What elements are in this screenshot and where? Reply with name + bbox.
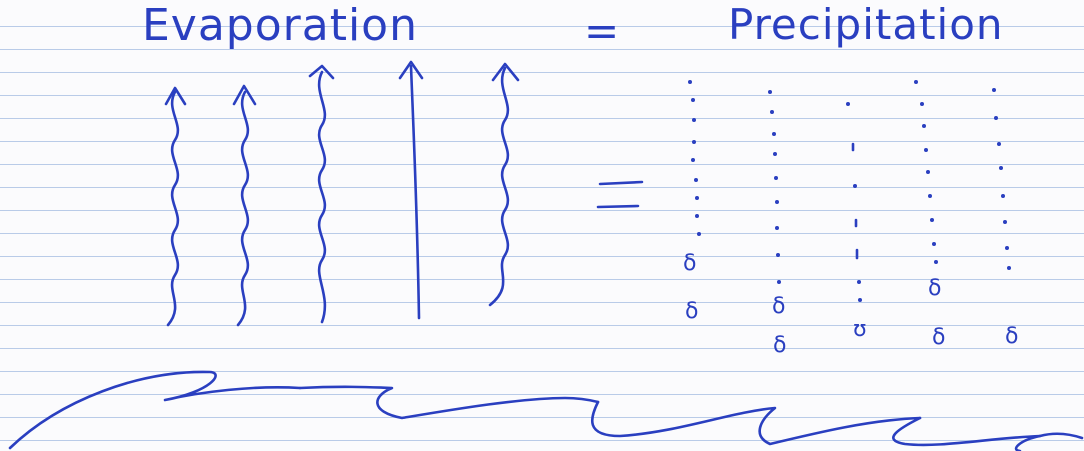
wavy-arrow-icon (317, 70, 327, 324)
equals-sign-top: = (584, 6, 621, 55)
raindrop-icon: ʊ (853, 317, 867, 342)
wavy-arrow-icon (236, 90, 250, 327)
raindrop-icon: δ (928, 276, 941, 301)
wave-2 (298, 385, 600, 420)
raindrop-icon: δ (772, 294, 785, 319)
rain-column-4: δ δ (914, 80, 945, 350)
raindrop-icon: δ (683, 251, 696, 276)
wavy-arrow-icon (166, 90, 180, 327)
wave-5 (1038, 432, 1084, 440)
arrow-head (491, 62, 520, 82)
raindrop-icon: δ (685, 299, 698, 324)
precipitation-label: Precipitation (728, 0, 1004, 49)
rain-column-2: δ δ (768, 90, 786, 358)
wave-4 (892, 416, 1042, 451)
rain-column-1: δ δ (683, 80, 701, 324)
wave-1 (8, 370, 302, 450)
arrow-head (398, 60, 424, 80)
equals-sign-icon (596, 180, 644, 209)
raindrop-icon: δ (932, 325, 945, 350)
arrow-head (164, 86, 187, 106)
rain-column-3: ʊ (846, 102, 867, 342)
arrow-head (308, 64, 335, 80)
arrow-head (232, 84, 257, 106)
wavy-arrow-icon (488, 66, 510, 307)
evaporation-arrow-1 (164, 86, 187, 327)
evaporation-arrow-3 (308, 64, 335, 324)
evaporation-arrow-2 (232, 84, 257, 327)
evaporation-arrow-5 (488, 62, 520, 307)
straight-arrow-icon (409, 64, 421, 320)
evaporation-label: Evaporation (142, 0, 418, 51)
ocean-wave-icon (8, 370, 1084, 451)
evaporation-arrow-4 (398, 60, 424, 320)
wave-3 (591, 400, 922, 446)
raindrop-icon: δ (1005, 324, 1018, 349)
rain-column-5: δ (992, 88, 1018, 349)
raindrop-icon: δ (773, 333, 786, 358)
